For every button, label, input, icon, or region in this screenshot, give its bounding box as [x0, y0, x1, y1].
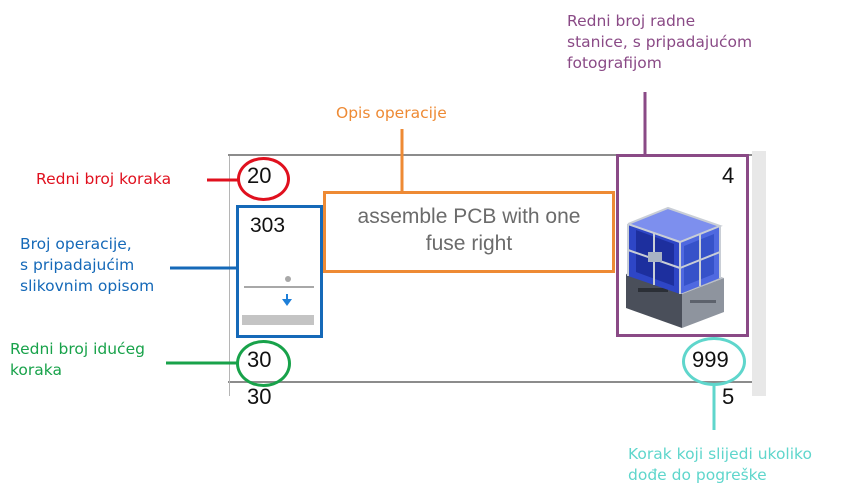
row-bottom-border [228, 381, 752, 383]
workstation-machine-icon [626, 206, 724, 328]
next-row-step: 30 [247, 384, 272, 409]
operation-description-highlight [323, 191, 615, 273]
label-error-step-line-1: Korak koji slijedi ukoliko [628, 445, 812, 463]
label-next-step: Redni broj idućeg koraka [10, 339, 145, 381]
station-highlight [616, 154, 749, 337]
next-row-station: 5 [722, 384, 735, 409]
label-error-step-line-2: dođe do pogreške [628, 466, 767, 484]
operation-number-highlight [236, 205, 323, 338]
operation-number[interactable]: 303 [250, 214, 286, 237]
label-operation-number-line-1: Broj operacije, [20, 235, 132, 253]
label-operation-number-line-2: s pripadajućim [20, 256, 135, 274]
station-number[interactable]: 4 [722, 163, 735, 188]
error-step-highlight [682, 337, 746, 386]
label-station-line-2: stanice, s pripadajućom [567, 33, 753, 51]
operation-description: assemble PCB with one fuse right [325, 203, 613, 257]
next-step-highlight [236, 340, 291, 387]
next-row-clip: 30 5 [228, 384, 758, 409]
label-next-step-line-2: koraka [10, 361, 62, 379]
label-station-line-1: Redni broj radne [567, 12, 696, 30]
label-operation-description: Opis operacije [336, 104, 447, 122]
operation-description-line-1: assemble PCB with one [357, 205, 581, 228]
label-station: Redni broj radne stanice, s pripadajućom… [567, 11, 752, 74]
label-operation-number-line-3: slikovnim opisom [20, 277, 155, 295]
label-error-step: Korak koji slijedi ukoliko dođe do pogre… [628, 444, 812, 486]
label-next-step-line-1: Redni broj idućeg [10, 340, 145, 358]
row-top-border [228, 154, 752, 156]
label-station-line-3: fotografijom [567, 54, 662, 72]
step-number-highlight [237, 157, 290, 201]
scrollbar-strip [752, 151, 766, 396]
operation-description-line-2: fuse right [425, 232, 513, 255]
row-left-border [229, 156, 230, 396]
label-step-number: Redni broj koraka [36, 170, 172, 188]
press-down-arrow-icon [242, 276, 314, 325]
label-operation-number: Broj operacije, s pripadajućim slikovnim… [20, 234, 154, 297]
